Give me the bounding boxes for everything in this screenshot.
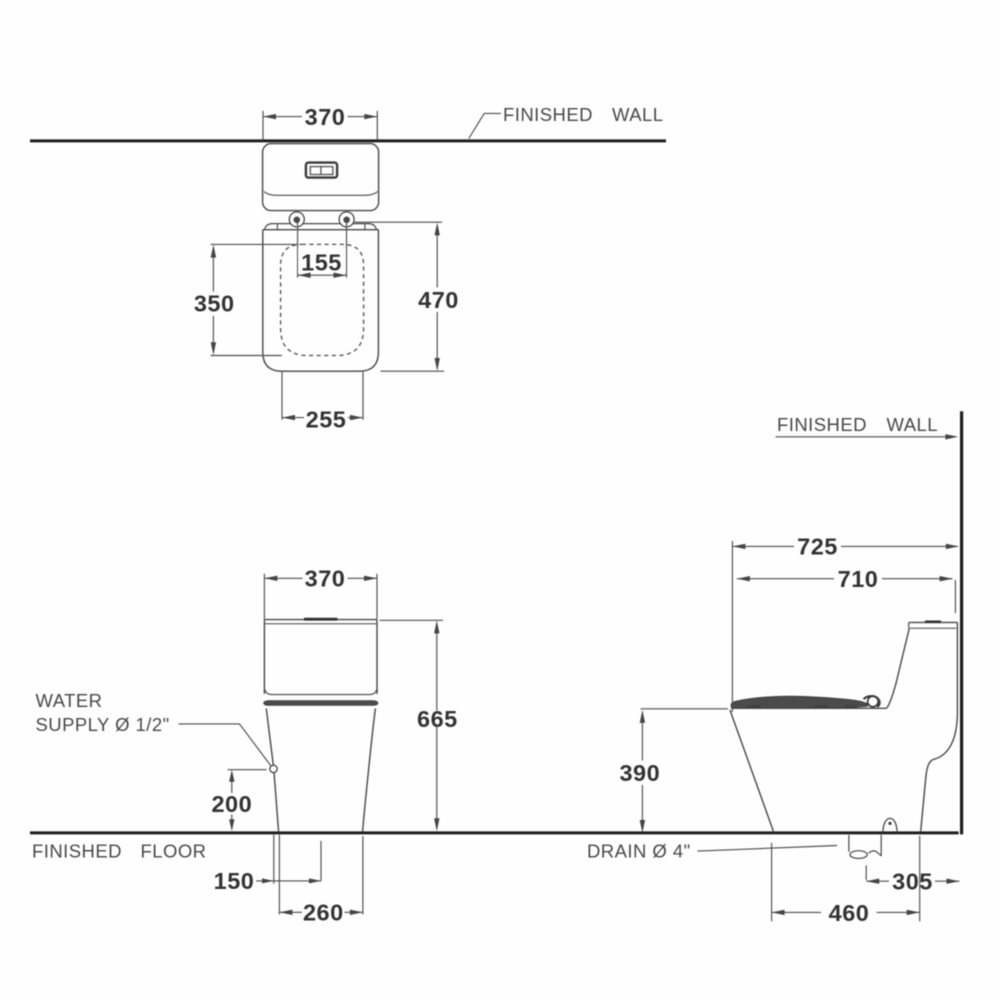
svg-text:255: 255 <box>306 406 347 432</box>
svg-text:370: 370 <box>305 104 346 130</box>
svg-text:WALL: WALL <box>887 414 939 435</box>
svg-text:FINISHED: FINISHED <box>503 104 593 125</box>
svg-text:200: 200 <box>211 791 252 817</box>
svg-text:665: 665 <box>417 706 458 732</box>
svg-text:460: 460 <box>829 900 870 926</box>
svg-text:WATER: WATER <box>36 690 103 711</box>
svg-text:FINISHED: FINISHED <box>32 840 122 861</box>
svg-text:470: 470 <box>418 287 459 313</box>
svg-text:FLOOR: FLOOR <box>141 840 207 861</box>
svg-text:390: 390 <box>619 760 660 786</box>
svg-text:DRAIN Ø 4": DRAIN Ø 4" <box>587 840 691 861</box>
svg-text:725: 725 <box>797 534 838 560</box>
svg-text:370: 370 <box>305 566 346 592</box>
svg-text:710: 710 <box>838 566 879 592</box>
svg-text:SUPPLY Ø 1/2": SUPPLY Ø 1/2" <box>36 714 170 735</box>
svg-text:150: 150 <box>214 868 255 894</box>
svg-text:260: 260 <box>303 900 344 926</box>
svg-text:305: 305 <box>892 868 933 894</box>
svg-text:FINISHED: FINISHED <box>777 414 867 435</box>
svg-text:WALL: WALL <box>612 104 664 125</box>
svg-text:155: 155 <box>301 249 342 275</box>
svg-text:350: 350 <box>194 291 235 317</box>
